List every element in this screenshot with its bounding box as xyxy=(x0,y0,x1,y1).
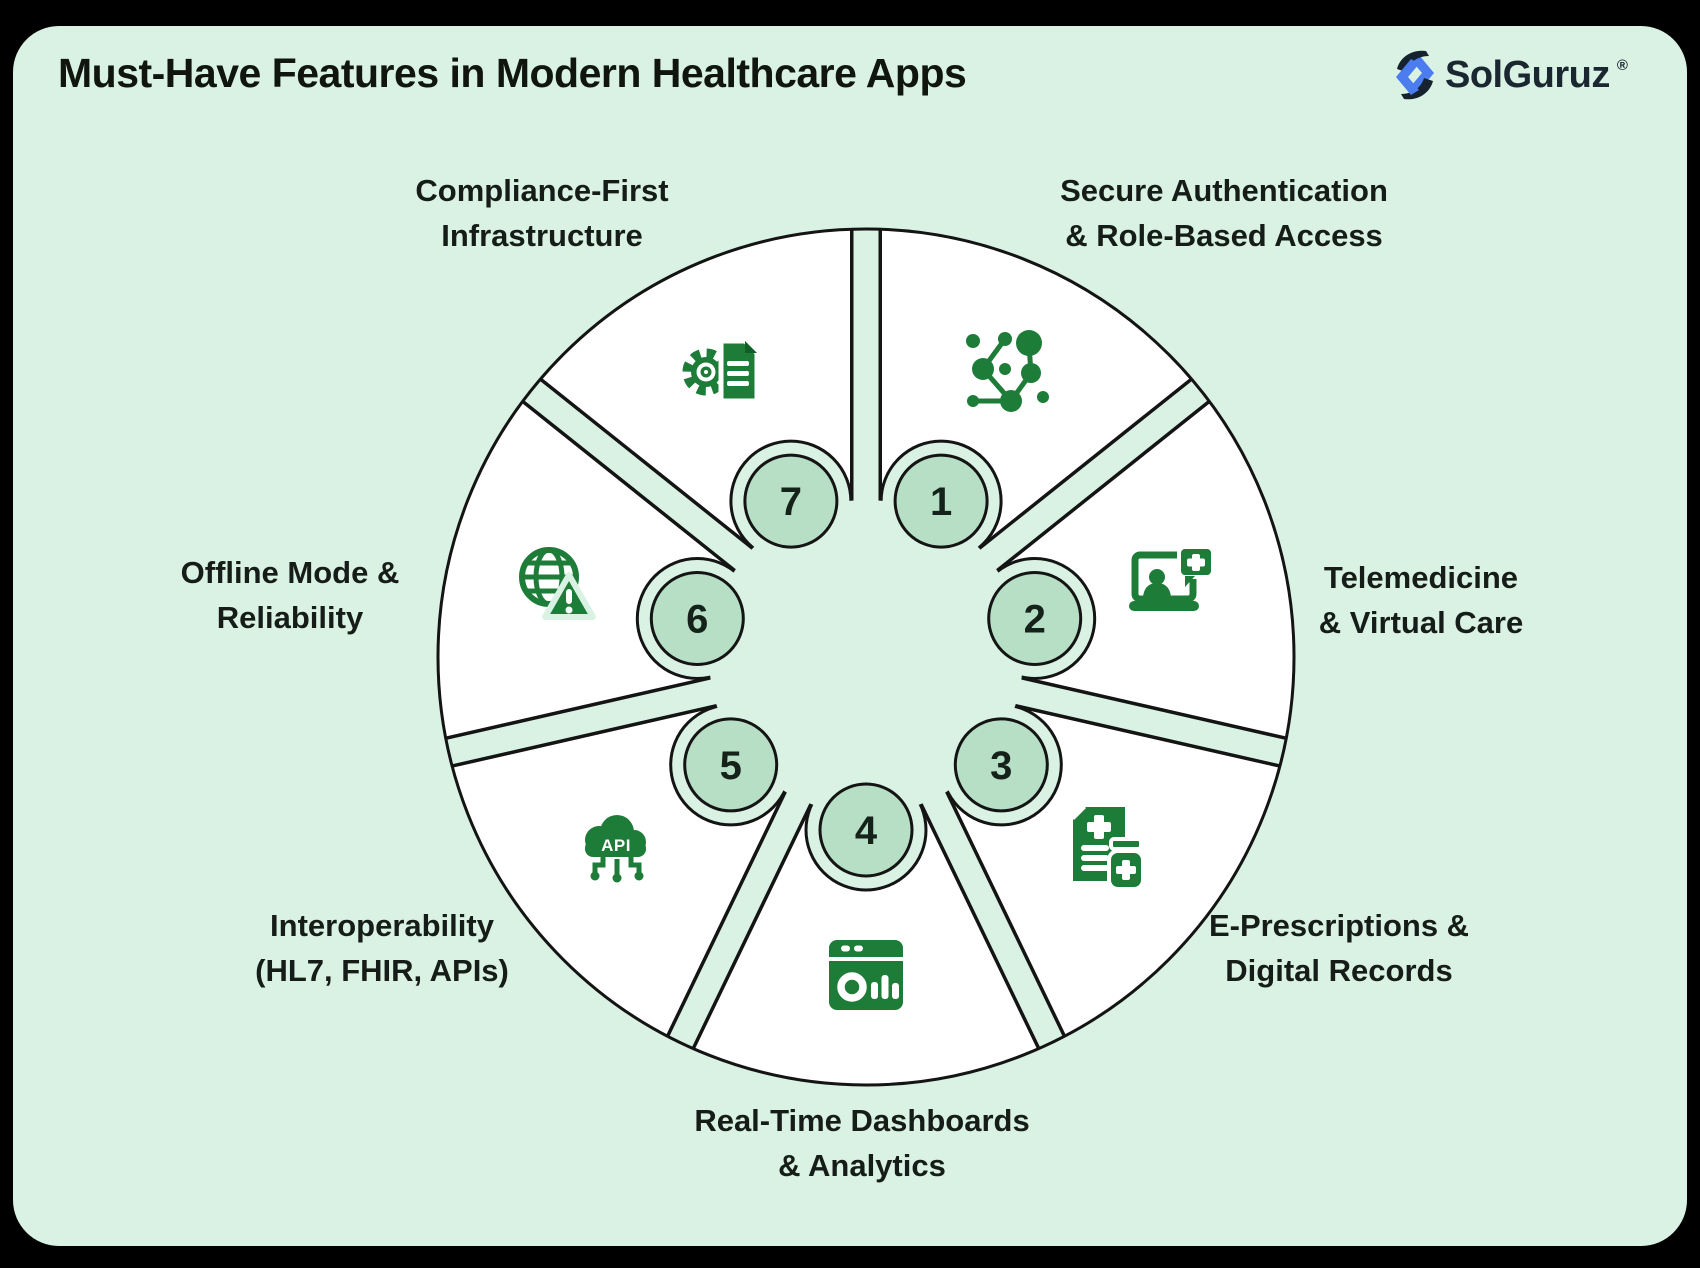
segment-label-secure-authentication: Secure Authentication & Role-Based Acces… xyxy=(1060,173,1388,253)
wheel-rim xyxy=(436,227,1296,1087)
api-icon-label: API xyxy=(601,836,631,855)
number-circles xyxy=(649,453,1083,878)
api-cloud-icon: API xyxy=(585,815,646,883)
gear-document-icon xyxy=(682,338,760,404)
segment-number-7: 7 xyxy=(780,480,802,524)
registered-mark: ® xyxy=(1616,56,1628,74)
solguruz-logo-icon xyxy=(1396,50,1434,100)
brand-logo: SolGuruz ® xyxy=(1392,46,1628,104)
segment-number-2: 2 xyxy=(1024,598,1046,642)
segment-label-interoperability: Interoperability (HL7, FHIR, APIs) xyxy=(255,908,509,988)
segment-number-4: 4 xyxy=(855,809,878,853)
brand-name: SolGuruz xyxy=(1445,53,1610,96)
globe-warning-icon xyxy=(519,547,596,620)
segment-number-3: 3 xyxy=(990,744,1012,788)
segment-label-dashboards: Real-Time Dashboards & Analytics xyxy=(694,1103,1030,1183)
segment-label-telemedicine: Telemedicine & Virtual Care xyxy=(1318,560,1524,640)
wheel-center xyxy=(709,500,1023,814)
prescription-records-icon xyxy=(1071,805,1145,891)
dashboard-analytics-icon xyxy=(829,940,903,1010)
segment-number-6: 6 xyxy=(686,598,708,642)
segment-label-compliance: Compliance-First Infrastructure xyxy=(415,173,669,253)
segment-label-offline-mode: Offline Mode & Reliability xyxy=(180,555,400,635)
segment-label-e-prescriptions: E-Prescriptions & Digital Records xyxy=(1208,908,1470,988)
network-nodes-icon xyxy=(966,330,1049,412)
page-title: Must-Have Features in Modern Healthcare … xyxy=(58,50,967,96)
segment-number-5: 5 xyxy=(720,744,742,788)
segment-number-1: 1 xyxy=(930,480,952,524)
telemedicine-laptop-icon xyxy=(1129,545,1215,611)
